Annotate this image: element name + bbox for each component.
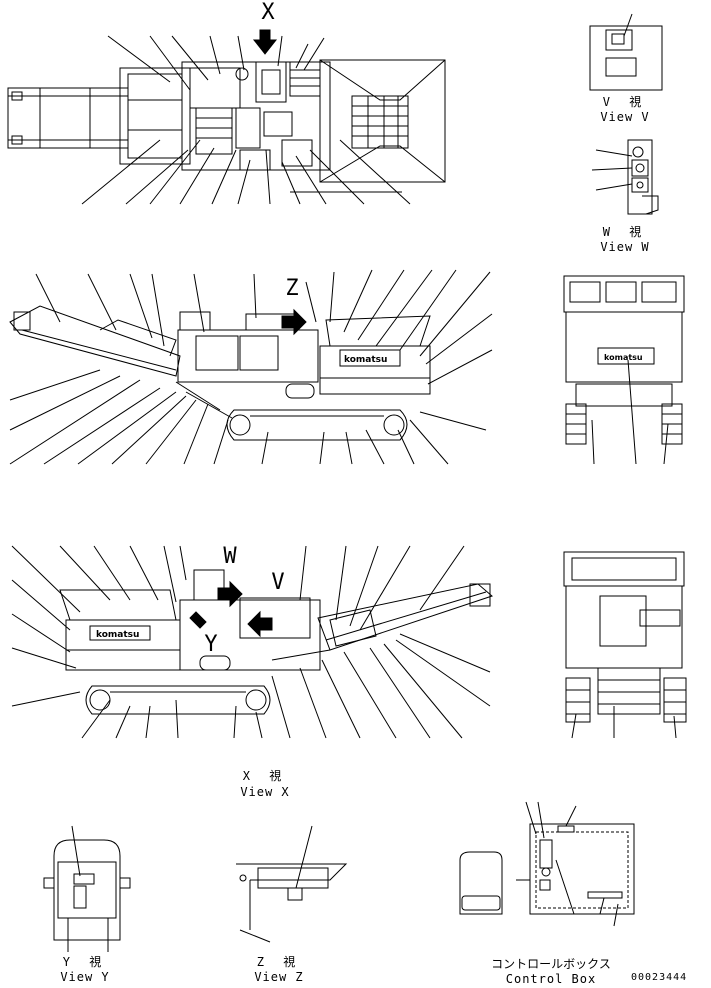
view-v-panel: [589, 13, 663, 91]
view-w-jp-label: W 視: [602, 225, 648, 239]
view-z-marker: Z: [285, 276, 299, 301]
view-y-en-label: View Y: [60, 970, 110, 984]
plan-view-top: [7, 29, 446, 205]
side-view-left: komatsu: [9, 269, 493, 465]
view-z-panel: [236, 825, 348, 943]
view-z-jp-label: Z 視: [256, 955, 302, 969]
view-y-marker: Y: [204, 632, 218, 657]
view-w-en-label: View W: [600, 240, 650, 254]
view-w-panel: [591, 139, 659, 215]
front-view-right: [563, 551, 687, 739]
view-v-en-label: View V: [600, 110, 650, 124]
control-box-jp-label: コントロールボックス: [491, 957, 611, 971]
view-z-en-label: View Z: [254, 970, 304, 984]
rear-view-right: komatsu: [563, 275, 685, 465]
svg-text:komatsu: komatsu: [96, 630, 139, 640]
svg-text:komatsu: komatsu: [604, 353, 643, 362]
view-v-jp-label: V 視: [602, 95, 648, 109]
view-y-jp-label: Y 視: [62, 955, 108, 969]
drawing-number: 00023444: [631, 972, 688, 983]
view-x-marker: X: [261, 0, 275, 25]
side-view-right: komatsu: [11, 545, 493, 739]
control-box-en-label: Control Box: [505, 972, 597, 986]
view-x-en-label: View X: [240, 785, 290, 799]
control-box-panel: [459, 801, 635, 927]
view-v-marker: V: [271, 570, 285, 595]
view-y-panel: [43, 825, 131, 952]
svg-text:komatsu: komatsu: [344, 355, 387, 365]
view-w-marker: W: [223, 544, 237, 569]
view-x-jp-label: X 視: [242, 769, 288, 783]
